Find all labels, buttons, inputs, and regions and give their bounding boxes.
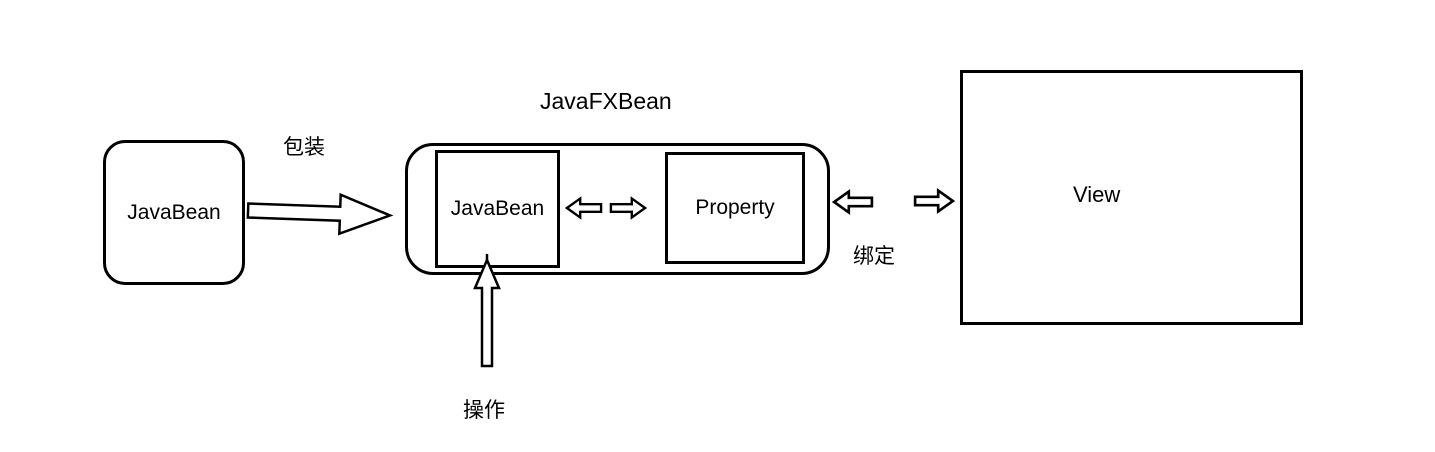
inner-javabean-box-label: JavaBean (450, 197, 545, 220)
javafxbean-title: JavaFXBean (540, 88, 672, 114)
exchange-left-arrow-icon (565, 196, 603, 220)
javabean-box: JavaBean (103, 140, 245, 285)
bind-label: 绑定 (853, 245, 895, 268)
view-box (960, 70, 1303, 325)
property-box-label: Property (695, 196, 775, 219)
operate-label: 操作 (463, 399, 505, 422)
inner-javabean-box: JavaBean (435, 150, 560, 268)
wrap-arrow-icon (246, 192, 394, 236)
property-box: Property (665, 152, 805, 264)
wrap-label: 包装 (283, 136, 325, 159)
view-box-label: View (1073, 182, 1121, 207)
javabean-box-label: JavaBean (127, 200, 221, 224)
operate-arrow-icon (473, 254, 501, 368)
exchange-right-arrow-icon (609, 196, 647, 220)
bind-left-arrow-icon (832, 188, 874, 216)
bind-right-arrow-icon (913, 187, 955, 215)
